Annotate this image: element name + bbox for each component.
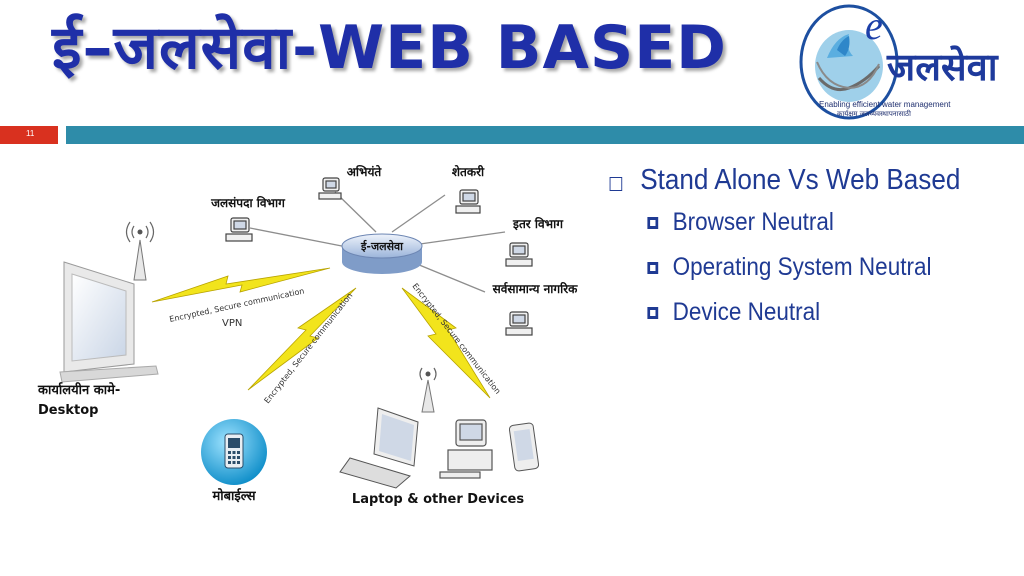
laptop-icon [339,407,419,489]
laptop-label: Laptop & other Devices [352,492,524,507]
lightning-icon [247,287,357,391]
ejalseva-server-hub [341,233,423,274]
square-bullet-icon [647,217,659,229]
pc-icon [505,242,533,267]
node-citizens-label: सर्वसामान्य नागरिक [492,282,579,296]
pc-icon [455,189,481,214]
bullet-sub-text: Browser Neutral [672,208,834,236]
bullet-sub: Device Neutral [606,290,975,335]
logo-tagline: Enabling efficient water management [819,100,951,109]
logo-letter: e [865,3,883,48]
pc-icon [505,311,533,336]
node-other-dept-label: इतर विभाग [512,217,564,231]
ejalseva-logo: e जलसेवा Enabling efficient water manage… [797,0,1023,122]
bullet-sub-text: Device Neutral [672,298,821,326]
bullet-sub: Operating System Neutral [606,245,975,290]
network-links [249,191,506,293]
mobile-label: मोबाईल्स [211,488,256,504]
vpn-label: VPN [222,318,242,329]
logo-emblem [799,4,899,120]
link-mid-caption: Encrypted, Secure communication [262,291,354,405]
slide-number: 11 [26,129,35,138]
logo-tagline-marathi: कार्यक्षम जलव्यवस्थापनासाठी [837,110,911,118]
logo-name: जलसेवा [887,45,998,89]
node-water-dept-label: जलसंपदा विभाग [210,196,286,210]
square-bullet-icon [647,262,659,274]
mobile-phone-icon [201,419,267,485]
hollow-square-bullet-icon [609,177,623,191]
node-farmers-label: शेतकरी [452,165,485,179]
antenna-icon [125,221,155,281]
link-right-caption: Encrypted, Secure communication [410,282,502,396]
bullet-sub: Browser Neutral [606,200,975,245]
desktop-label-line1: कार्यालयीन कामे- [37,382,120,398]
pc-icon [318,177,342,200]
hub-label: ई-जलसेवा [360,239,404,253]
slide-number-bar: 11 [0,126,58,144]
bullet-list: Stand Alone Vs Web Based Browser Neutral… [606,160,1016,335]
network-diagram: ई-जलसेवा अभियंते शेतकरी जलसंपदा विभाग इत… [37,165,579,507]
smartphone-icon [508,422,540,472]
bullet-sub-text: Operating System Neutral [672,253,932,281]
pc-icon [225,217,253,242]
node-engineers-label: अभियंते [347,165,383,179]
header-rule [66,126,1024,144]
desktop-label-line2: Desktop [38,403,98,418]
lightning-icon [151,267,331,303]
slide-title: ई–जलसेवा-WEB BASED [52,13,727,83]
bullet-main: Stand Alone Vs Web Based [606,160,975,200]
bullet-main-text: Stand Alone Vs Web Based [640,164,961,196]
lightning-icon [401,287,491,399]
antenna-icon [419,367,437,413]
desktop-monitor-icon [59,261,159,383]
square-bullet-icon [647,307,659,319]
desktop-pc-icon [439,419,493,479]
